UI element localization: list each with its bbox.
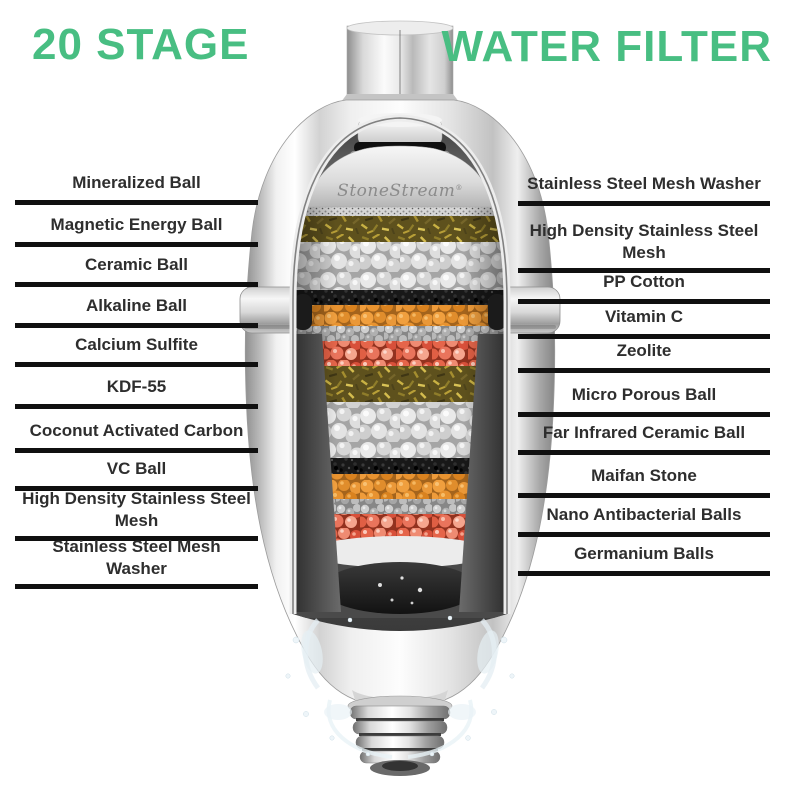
filter-label: Germanium Balls — [574, 544, 714, 563]
filter-label: Coconut Activated Carbon — [29, 421, 244, 440]
filter-label: High Density Stainless Steel Mesh — [529, 221, 759, 262]
filter-label-row: High Density Stainless Steel Mesh — [518, 221, 770, 273]
filter-label: PP Cotton — [603, 272, 685, 291]
seal-left — [294, 294, 312, 330]
filter-label-row: Nano Antibacterial Balls — [518, 503, 770, 537]
filter-label-row: High Density Stainless Steel Mesh — [15, 489, 258, 541]
filter-label: Micro Porous Ball — [571, 385, 717, 404]
layer-orange-1 — [293, 305, 507, 326]
cutaway-rim — [289, 114, 511, 614]
filter-label-row: Magnetic Energy Ball — [15, 213, 258, 247]
filter-label-row: Far Infrared Ceramic Ball — [518, 421, 770, 455]
brand-logo: StoneStream® — [337, 181, 463, 201]
filter-label-row: KDF-55 — [15, 375, 258, 409]
filter-label: Magnetic Energy Ball — [50, 215, 223, 234]
filter-label-row: Vitamin C — [518, 305, 770, 339]
inner-wall-left — [293, 334, 341, 612]
inner-dome: StoneStream® — [307, 113, 493, 208]
filter-label-row: Mineralized Ball — [15, 171, 258, 205]
filter-label: Vitamin C — [604, 307, 684, 326]
filter-label-row: Ceramic Ball — [15, 253, 258, 287]
filter-label: Nano Antibacterial Balls — [546, 505, 742, 524]
filter-label: VC Ball — [106, 459, 167, 478]
layer-carbon-1 — [293, 290, 507, 305]
threaded-connector — [347, 690, 453, 776]
filter-label-row: Alkaline Ball — [15, 294, 258, 328]
filter-label: Maifan Stone — [591, 466, 697, 485]
filter-label: KDF-55 — [106, 377, 167, 396]
filter-label: High Density Stainless Steel Mesh — [22, 489, 251, 530]
filter-label: Ceramic Ball — [85, 255, 188, 274]
filter-label: Mineralized Ball — [72, 173, 201, 192]
filter-label-row: Maifan Stone — [518, 464, 770, 498]
layer-gray-1 — [293, 326, 507, 341]
page-title-left: 20 STAGE — [32, 20, 250, 69]
filter-label-row: Stainless Steel Mesh Washer — [15, 537, 258, 589]
filter-label-row: VC Ball — [15, 457, 258, 491]
filter-label-row: Zeolite — [518, 339, 770, 373]
filter-label-row: PP Cotton — [518, 270, 770, 304]
filter-label-row: Germanium Balls — [518, 542, 770, 576]
filter-label: Stainless Steel Mesh Washer — [527, 174, 761, 193]
filter-label: Alkaline Ball — [85, 296, 188, 315]
filter-label-row: Micro Porous Ball — [518, 383, 770, 417]
page-title-right: WATER FILTER — [441, 22, 772, 71]
water-splash — [285, 615, 515, 759]
filter-label: Calcium Sulfite — [75, 335, 198, 354]
layer-carbon-2 — [293, 458, 507, 474]
filter-label: Stainless Steel Mesh Washer — [52, 537, 221, 578]
filter-label: Zeolite — [616, 341, 672, 360]
filter-label-row: Calcium Sulfite — [15, 333, 258, 367]
filter-label: Far Infrared Ceramic Ball — [542, 423, 746, 442]
inner-wall-right — [459, 334, 507, 612]
filter-label-row: Stainless Steel Mesh Washer — [518, 172, 770, 206]
seal-right — [488, 294, 506, 330]
filter-label-row: Coconut Activated Carbon — [15, 419, 258, 453]
layer-gray-2 — [293, 499, 507, 514]
